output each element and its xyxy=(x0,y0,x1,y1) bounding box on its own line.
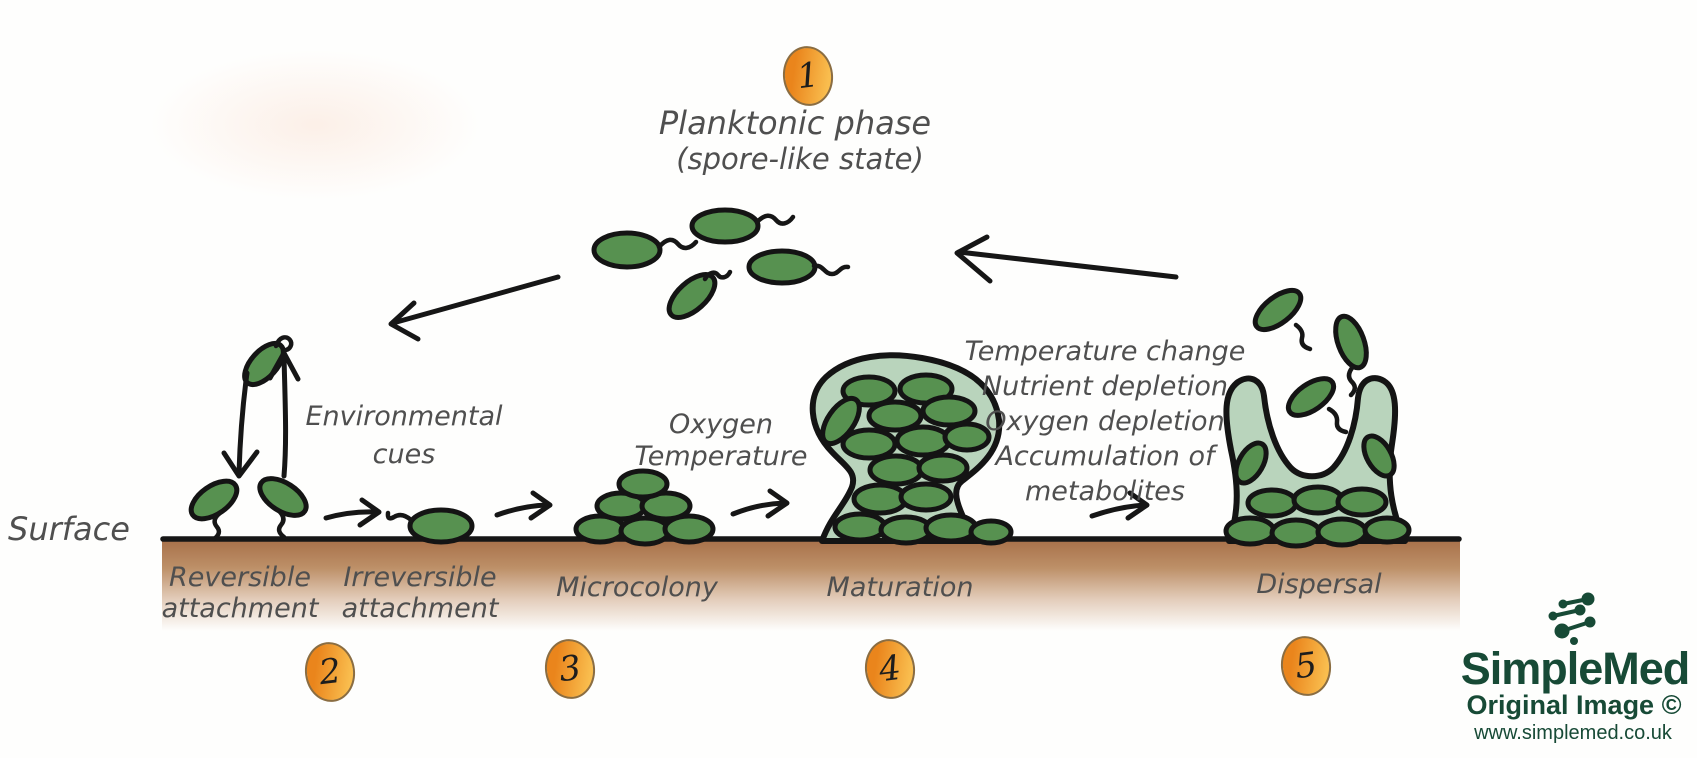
bacterium-icon xyxy=(591,230,699,270)
bacterium-icon xyxy=(1285,376,1349,435)
irreversible-line1: Irreversible xyxy=(343,562,497,593)
dispersal-cue-line3: Oxygen depletion xyxy=(985,406,1225,437)
environmental-cues-label: Environmental cues xyxy=(305,398,502,474)
bacterium-icon xyxy=(689,207,796,245)
dispersal-cells xyxy=(1223,433,1412,549)
dispersal-cue-line4: Accumulation of xyxy=(995,441,1215,472)
maturation-label: Maturation xyxy=(826,572,974,603)
arrow-right-icon xyxy=(494,490,553,521)
microcolony-cells xyxy=(573,468,716,547)
dispersal-biofilm-shape xyxy=(1223,287,1412,549)
oxygen-line: Oxygen xyxy=(668,409,774,440)
irreversible-line2: attachment xyxy=(341,593,499,624)
irreversible-attachment-label: Irreversible attachment xyxy=(342,562,499,624)
arrow-right-icon xyxy=(1089,490,1150,521)
microcolony-label: Microcolony xyxy=(556,572,718,603)
bacterium-icon xyxy=(188,478,240,542)
reversible-line2: attachment xyxy=(161,593,319,624)
reversible-attachment-label: Reversible attachment xyxy=(162,562,319,624)
arrow-right-icon xyxy=(730,488,790,519)
simplemed-logo-icon xyxy=(1548,592,1596,645)
bacterium-icon xyxy=(257,476,309,540)
surface-label: Surface xyxy=(8,510,130,548)
dispersal-cue-line1: Temperature change xyxy=(964,336,1246,367)
brand-copyright-notice: Original Image © xyxy=(1466,690,1682,720)
oxygen-temperature-label: Oxygen Temperature xyxy=(635,409,808,473)
maturation-cells xyxy=(820,372,1014,546)
maturation-biofilm-shape xyxy=(809,352,1014,546)
dispersal-cues-label: Temperature change Nutrient depletion Ox… xyxy=(965,334,1246,509)
arrow-up-icon xyxy=(267,350,301,479)
environmental-cues-line1: Environmental xyxy=(305,401,503,432)
planktonic-phase-subtitle: (spore-like state) xyxy=(676,142,924,176)
planktonic-bacteria-group xyxy=(591,207,851,320)
arrow-dispersal-to-planktonic xyxy=(954,234,1179,284)
soil-band xyxy=(162,541,1460,631)
bacterium-icon xyxy=(746,248,851,286)
escaping-bacteria xyxy=(1252,287,1369,435)
arrow-right-icon xyxy=(323,497,382,528)
arrow-down-icon xyxy=(221,370,260,479)
planktonic-phase-title: Planktonic phase xyxy=(658,104,932,142)
bacterium-icon xyxy=(666,269,733,320)
dispersal-cue-line5: metabolites xyxy=(1025,476,1185,507)
bacterium-icon xyxy=(1333,313,1369,398)
brand-url: www.simplemed.co.uk xyxy=(1474,722,1672,744)
background-smudge xyxy=(150,50,480,200)
arrow-planktonic-to-attachment xyxy=(388,274,561,342)
dispersal-label: Dispersal xyxy=(1256,569,1382,600)
dispersal-cue-line2: Nutrient depletion xyxy=(981,371,1229,402)
reversible-attached-bacteria xyxy=(188,476,309,542)
temperature-line: Temperature xyxy=(634,441,808,472)
environmental-cues-line2: cues xyxy=(372,439,436,470)
bacterium-icon xyxy=(1252,287,1313,352)
irreversible-bacterium-icon xyxy=(385,507,475,545)
brand-name: SimpleMed xyxy=(1460,643,1691,694)
reversible-line1: Reversible xyxy=(169,562,311,593)
